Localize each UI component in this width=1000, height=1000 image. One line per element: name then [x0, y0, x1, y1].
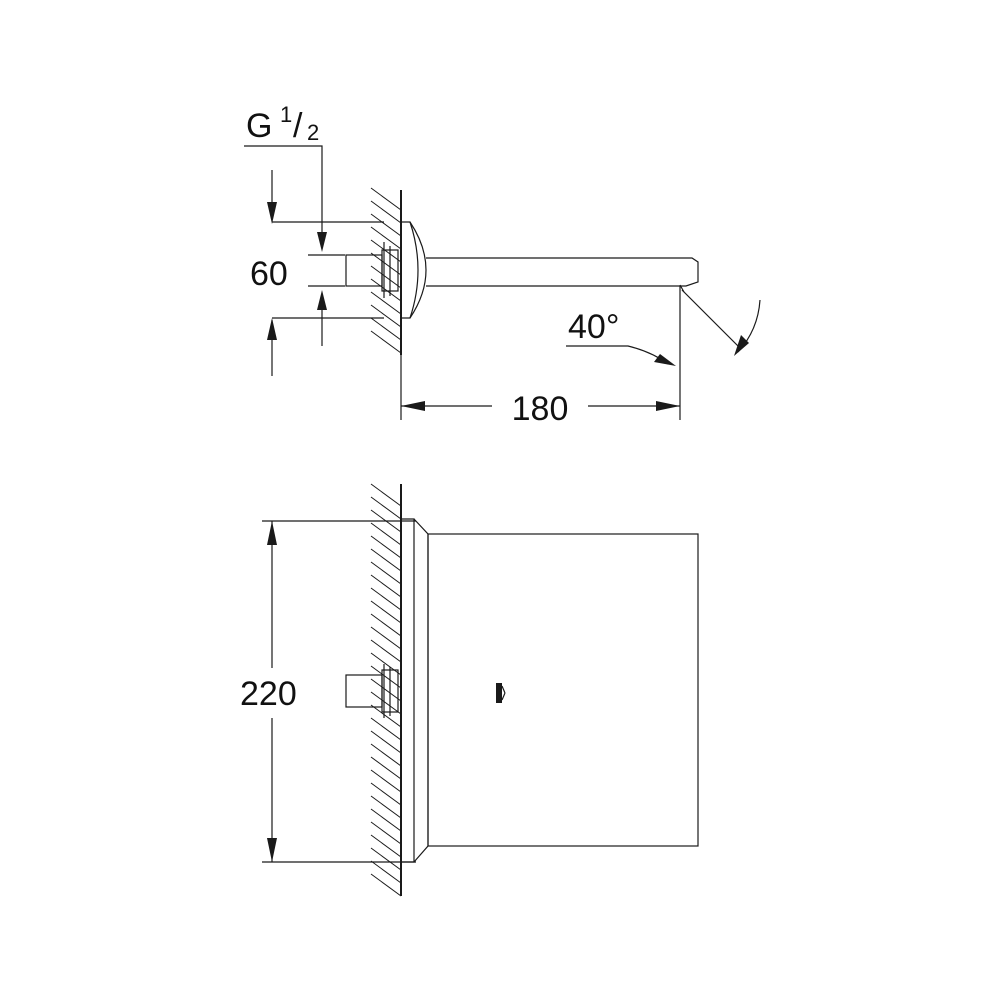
dim-220-top-arrow: [267, 521, 277, 545]
wall-hatch-line: [370, 691, 402, 715]
dim-180-right-arrow: [656, 401, 680, 411]
wall-hatch-line: [370, 213, 402, 237]
wall-hatch-line: [370, 200, 402, 224]
wall-hatch-line: [370, 808, 402, 832]
thread-label-slash: /: [293, 107, 303, 145]
wall-hatch-line: [370, 652, 402, 676]
wall-hatch-side: [370, 187, 402, 354]
wall-hatch-line: [370, 613, 402, 637]
dim-220-bottom-arrow: [267, 838, 277, 862]
wall-hatch-line: [370, 678, 402, 702]
wall-hatch-line: [370, 600, 402, 624]
wall-hatch-line: [370, 548, 402, 572]
dim-180-label: 180: [512, 390, 569, 428]
spout-side: [426, 257, 699, 287]
wall-hatch-line: [370, 639, 402, 663]
wall-hatch-line: [370, 730, 402, 754]
wall-hatch-line: [370, 860, 402, 884]
dim-180-left-arrow: [401, 401, 425, 411]
wall-hatch-line: [370, 756, 402, 780]
wall-hatch-line: [370, 252, 402, 276]
connector-fitting-front: [345, 674, 383, 708]
angle-leader-arrow: [654, 354, 676, 366]
spout-front: [427, 533, 699, 847]
wall-hatch-line: [370, 265, 402, 289]
angle-leader: [566, 345, 669, 365]
side-view: G 1 / 2 60 40°: [244, 102, 761, 428]
sensor-window-edge-2: [501, 692, 506, 701]
wall-hatch-line: [370, 574, 402, 598]
thread-label-numerator: 1: [280, 102, 292, 127]
wall-hatch-line: [370, 278, 402, 302]
wall-hatch-line: [370, 496, 402, 520]
wall-hatch-line: [370, 795, 402, 819]
escutcheon-inner: [409, 221, 419, 319]
thread-label-denominator: 2: [307, 120, 319, 145]
wall-hatch-line: [370, 522, 402, 546]
wall-hatch-line: [370, 187, 402, 211]
thread-label-prefix: G: [246, 107, 272, 145]
wall-hatch-line: [370, 226, 402, 250]
wall-hatch-line: [370, 291, 402, 315]
wall-hatch-line: [370, 847, 402, 871]
sensor-window-icon: [496, 683, 502, 703]
wall-hatch-line: [370, 304, 402, 328]
angle-ref-line: [681, 289, 739, 347]
wall-hatch-line: [370, 834, 402, 858]
wall-hatch-line: [370, 717, 402, 741]
wall-hatch-line: [370, 561, 402, 585]
wall-hatch-line: [370, 821, 402, 845]
front-view: 220: [240, 483, 699, 897]
dim-60-label: 60: [250, 255, 288, 293]
wall-hatch-line: [370, 587, 402, 611]
wall-hatch-line: [370, 782, 402, 806]
dim-angle-label: 40°: [568, 308, 619, 346]
dim-60-upper-arrow: [267, 202, 277, 224]
wall-hatch-line: [370, 665, 402, 689]
escutcheon-front: [401, 518, 415, 863]
wall-hatch-line: [370, 743, 402, 767]
wall-hatch-front: [370, 483, 402, 897]
wall-hatch-line: [370, 483, 402, 507]
wall-hatch-line: [370, 535, 402, 559]
wall-hatch-line: [370, 626, 402, 650]
wall-hatch-line: [370, 330, 402, 354]
sensor-window-edge: [501, 685, 506, 694]
escutcheon-bevel: [413, 518, 429, 863]
wall-hatch-line: [370, 704, 402, 728]
angle-arc-arrow: [734, 335, 749, 356]
wall-hatch-line: [370, 769, 402, 793]
thread-leader-line: [244, 145, 323, 240]
escutcheon-side: [401, 221, 427, 319]
wall-hatch-line: [370, 317, 402, 341]
thread-arrow: [317, 232, 327, 252]
dim-220-label: 220: [240, 675, 297, 713]
wall-hatch-line: [370, 873, 402, 897]
wall-hatch-line: [370, 239, 402, 263]
